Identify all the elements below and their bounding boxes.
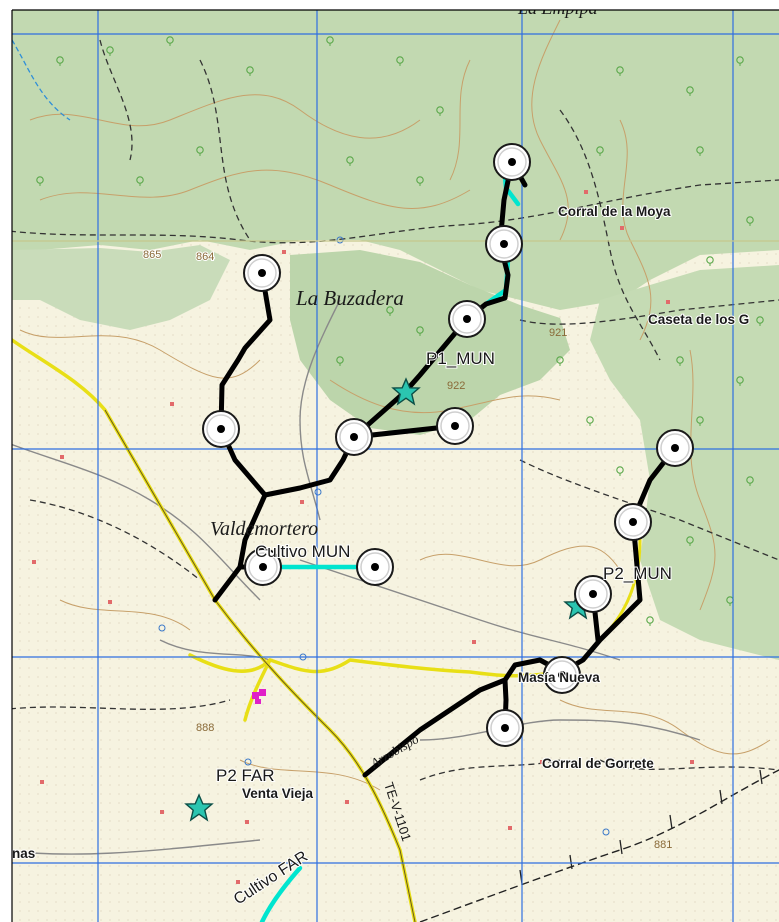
elevation-922: 922 xyxy=(447,380,465,392)
overlay-label-cultivo-mun: Cultivo MUN xyxy=(255,542,350,561)
place-label-corral-de-gorrete: Corral de Gorrete xyxy=(542,756,654,771)
forest-area-west xyxy=(12,245,230,330)
building-symbols xyxy=(32,190,694,884)
place-label-caseta-de-los-g: Caseta de los G xyxy=(648,312,749,327)
place-label-masia-nueva: Masía Nueva xyxy=(518,670,600,685)
elevation-888: 888 xyxy=(196,722,214,734)
elevation-864: 864 xyxy=(196,251,214,263)
stream xyxy=(11,39,71,121)
forest-area-buzadera xyxy=(290,250,570,435)
magenta-feature xyxy=(252,689,266,704)
contour-lines xyxy=(19,19,771,791)
tracks xyxy=(0,39,779,781)
place-label-venta-vieja: Venta Vieja xyxy=(242,786,314,801)
map-frame-top xyxy=(0,0,779,10)
grid-lines xyxy=(12,10,779,922)
place-label-valdemortero: Valdemortero xyxy=(210,518,318,540)
place-label-nas: nas xyxy=(12,846,35,861)
place-label-la-buzadera: La Buzadera xyxy=(295,286,404,310)
elevation-865: 865 xyxy=(143,249,161,261)
overlay-label-p2-mun: P2_MUN xyxy=(603,564,672,583)
elevation-881: 881 xyxy=(654,839,672,851)
overlay-label-p2-far: P2 FAR xyxy=(216,766,275,785)
overlay-label-p1-mun: P1_MUN xyxy=(426,349,495,368)
elevation-labels: 865 864 921 922 888 881 xyxy=(142,248,672,851)
elevation-921: 921 xyxy=(549,327,567,339)
map-frame-left xyxy=(0,0,12,922)
railway xyxy=(419,769,779,922)
forest-area-north xyxy=(12,10,779,310)
place-label-corral-de-la-moya: Corral de la Moya xyxy=(558,204,671,219)
highway-te-v-1101 xyxy=(104,409,416,922)
